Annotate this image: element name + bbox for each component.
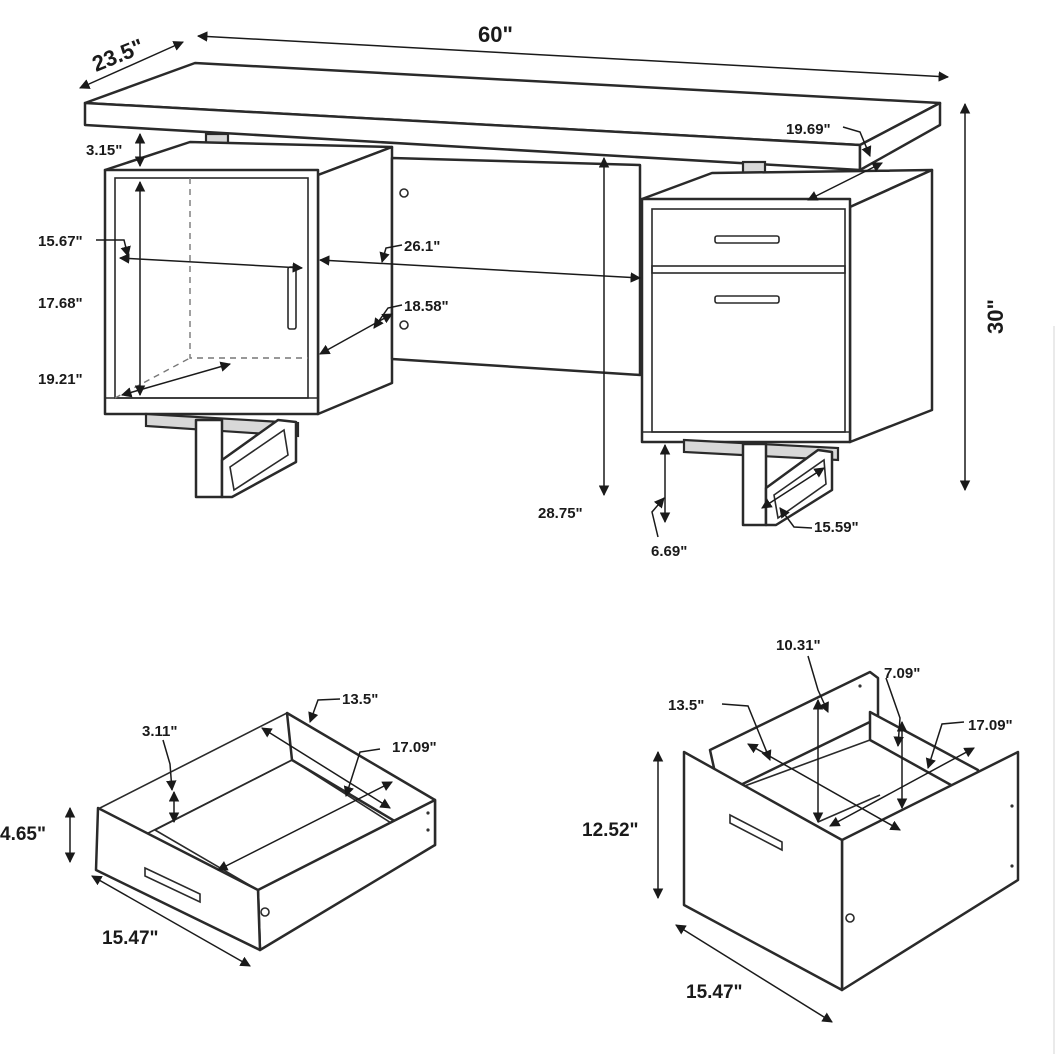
file-drawer-dimension-lines xyxy=(652,655,975,1023)
desk-dimension-lines xyxy=(79,31,971,538)
small-drawer-front-height-label: 4.65" xyxy=(0,824,46,845)
cabinet-shelf-depth-label: 19.21" xyxy=(38,371,83,388)
file-drawer-side-height-label: 7.09" xyxy=(884,665,920,682)
cabinet-shelf-width-label: 15.67" xyxy=(38,233,83,250)
desk-depth-label: 23.5" xyxy=(89,34,148,77)
knee-height-label: 28.75" xyxy=(538,505,583,522)
file-drawer-front-height-label: 12.52" xyxy=(582,820,639,841)
small-drawer-inner-length-label: 17.09" xyxy=(392,739,437,756)
top-gap-label: 3.15" xyxy=(86,142,122,159)
small-drawer-inner-height-label: 3.11" xyxy=(142,723,177,740)
small-drawer-drawing xyxy=(94,711,437,952)
file-drawer-inner-depth-label: 13.5" xyxy=(668,697,704,714)
file-drawer-front-width-label: 15.47" xyxy=(686,982,743,1003)
small-drawer-inner-depth-label: 13.5" xyxy=(342,691,378,708)
top-depth-label: 19.69" xyxy=(786,121,831,138)
knee-width-label: 26.1" xyxy=(404,238,440,255)
cabinet-shelf-height-label: 17.68" xyxy=(38,295,83,312)
file-drawer-inner-length-label: 17.09" xyxy=(968,717,1013,734)
small-drawer-front-width-label: 15.47" xyxy=(102,928,159,949)
leg-depth-label: 15.59" xyxy=(814,519,859,536)
small-drawer-dimension-lines xyxy=(64,698,393,967)
desk-height-label: 30" xyxy=(983,299,1008,334)
leg-clearance-label: 6.69" xyxy=(651,543,687,560)
desk-width-label: 60" xyxy=(478,22,513,47)
knee-depth-label: 18.58" xyxy=(404,298,449,315)
file-drawer-back-height-label: 10.31" xyxy=(776,637,821,654)
